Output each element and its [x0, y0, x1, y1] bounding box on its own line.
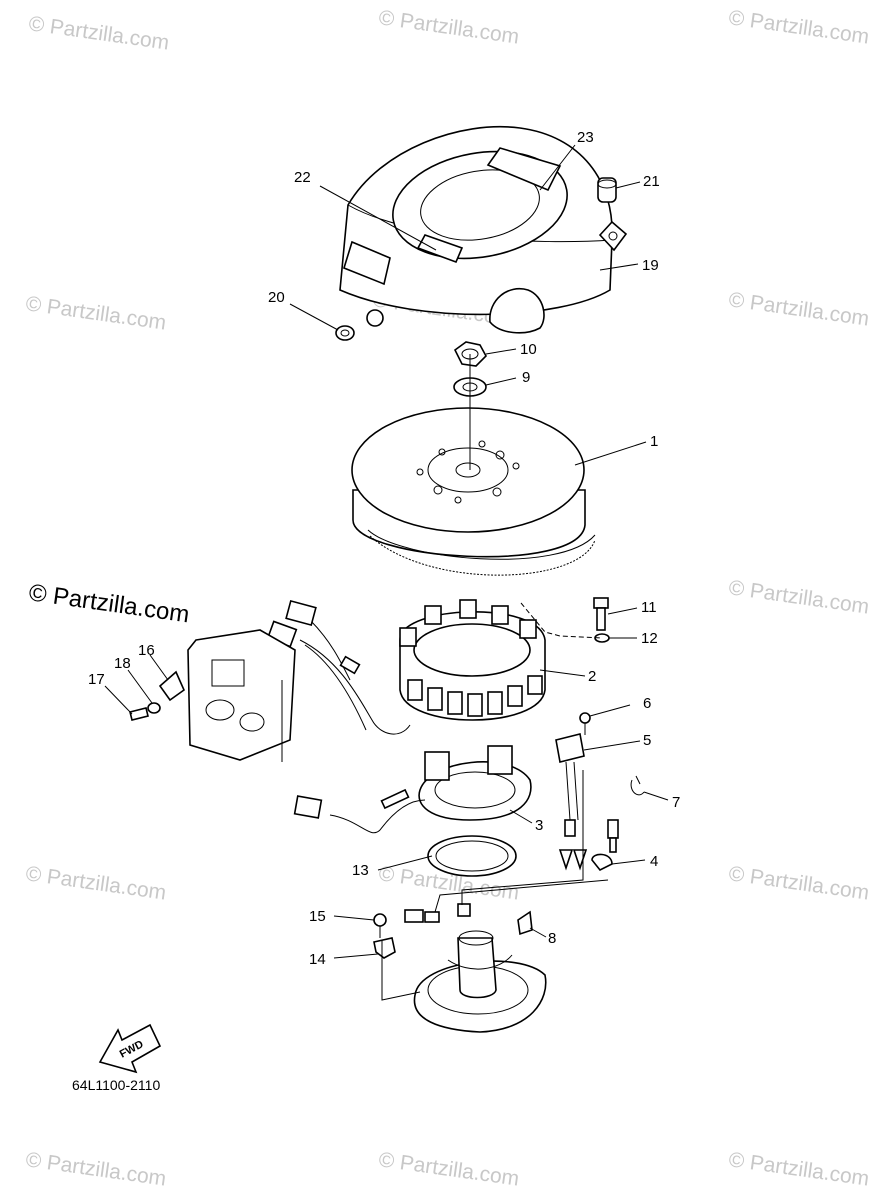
watermark: © Partzilla.com	[727, 288, 869, 330]
ring-13	[427, 835, 517, 877]
callout-22: 22	[294, 169, 311, 186]
watermark: © Partzilla.com	[24, 1148, 167, 1190]
watermark: © Partzilla.com	[377, 1148, 520, 1190]
cover-label-22	[416, 234, 464, 264]
clip-7	[630, 775, 645, 796]
diagram-code: 64L1100-2110	[72, 1077, 160, 1093]
watermark: © Partzilla.com	[727, 6, 869, 48]
stator-2	[399, 599, 546, 721]
holder-16	[158, 670, 185, 702]
callout-18: 18	[114, 655, 131, 672]
watermark: © Partzilla.com	[727, 862, 869, 904]
callout-15: 15	[309, 908, 326, 925]
watermark-main: © Partzilla.com	[27, 579, 191, 628]
callout-4: 4	[650, 853, 658, 870]
callout-11: 11	[641, 599, 657, 616]
callout-16: 16	[138, 642, 155, 659]
holder-14	[373, 937, 396, 959]
watermark: © Partzilla.com	[24, 292, 167, 334]
watermark: © Partzilla.com	[727, 576, 869, 618]
callout-14: 14	[309, 951, 326, 968]
callout-8: 8	[548, 930, 556, 947]
sensor-assy-5	[555, 733, 588, 871]
callout-10: 10	[520, 341, 537, 358]
watermark: © Partzilla.com	[27, 12, 170, 54]
callout-21: 21	[643, 173, 660, 190]
cable-holder-bracket	[187, 629, 296, 762]
callout-6: 6	[643, 695, 651, 712]
callout-13: 13	[352, 862, 369, 879]
callout-5: 5	[643, 732, 651, 749]
bolt-11	[593, 597, 609, 631]
watermark: © Partzilla.com	[727, 1148, 869, 1190]
callout-23: 23	[577, 129, 594, 146]
cover-bump	[489, 287, 545, 334]
flywheel-1	[351, 407, 596, 576]
screw-15	[373, 913, 387, 938]
leader-lines	[104, 144, 669, 1001]
key-8	[517, 910, 533, 936]
callout-17: 17	[88, 671, 105, 688]
cover-label-23	[486, 147, 562, 192]
callout-3: 3	[535, 817, 543, 834]
screw-17	[129, 707, 149, 721]
callout-20: 20	[268, 289, 285, 306]
fwd-arrow-icon: FWD	[98, 1023, 162, 1074]
clamp-4	[591, 819, 619, 872]
callout-1: 1	[650, 433, 658, 450]
grommet-21	[597, 177, 617, 203]
flywheel-cover	[339, 125, 628, 334]
collar-20	[335, 325, 355, 341]
callout-2: 2	[588, 668, 596, 685]
screw-6	[579, 712, 591, 735]
pulser-coil-3	[293, 745, 532, 834]
callouts: 23 21 19 22 20 10 9 1 2 11 12 3 13 5 6 7…	[88, 129, 680, 968]
callout-12: 12	[641, 630, 658, 647]
watermark: © Partzilla.com	[377, 6, 520, 48]
callout-9: 9	[522, 369, 530, 386]
watermark: © Partzilla.com	[24, 862, 167, 904]
callout-7: 7	[672, 794, 680, 811]
base-assembly	[404, 903, 547, 1033]
callout-19: 19	[642, 257, 659, 274]
washer-18	[147, 702, 161, 714]
